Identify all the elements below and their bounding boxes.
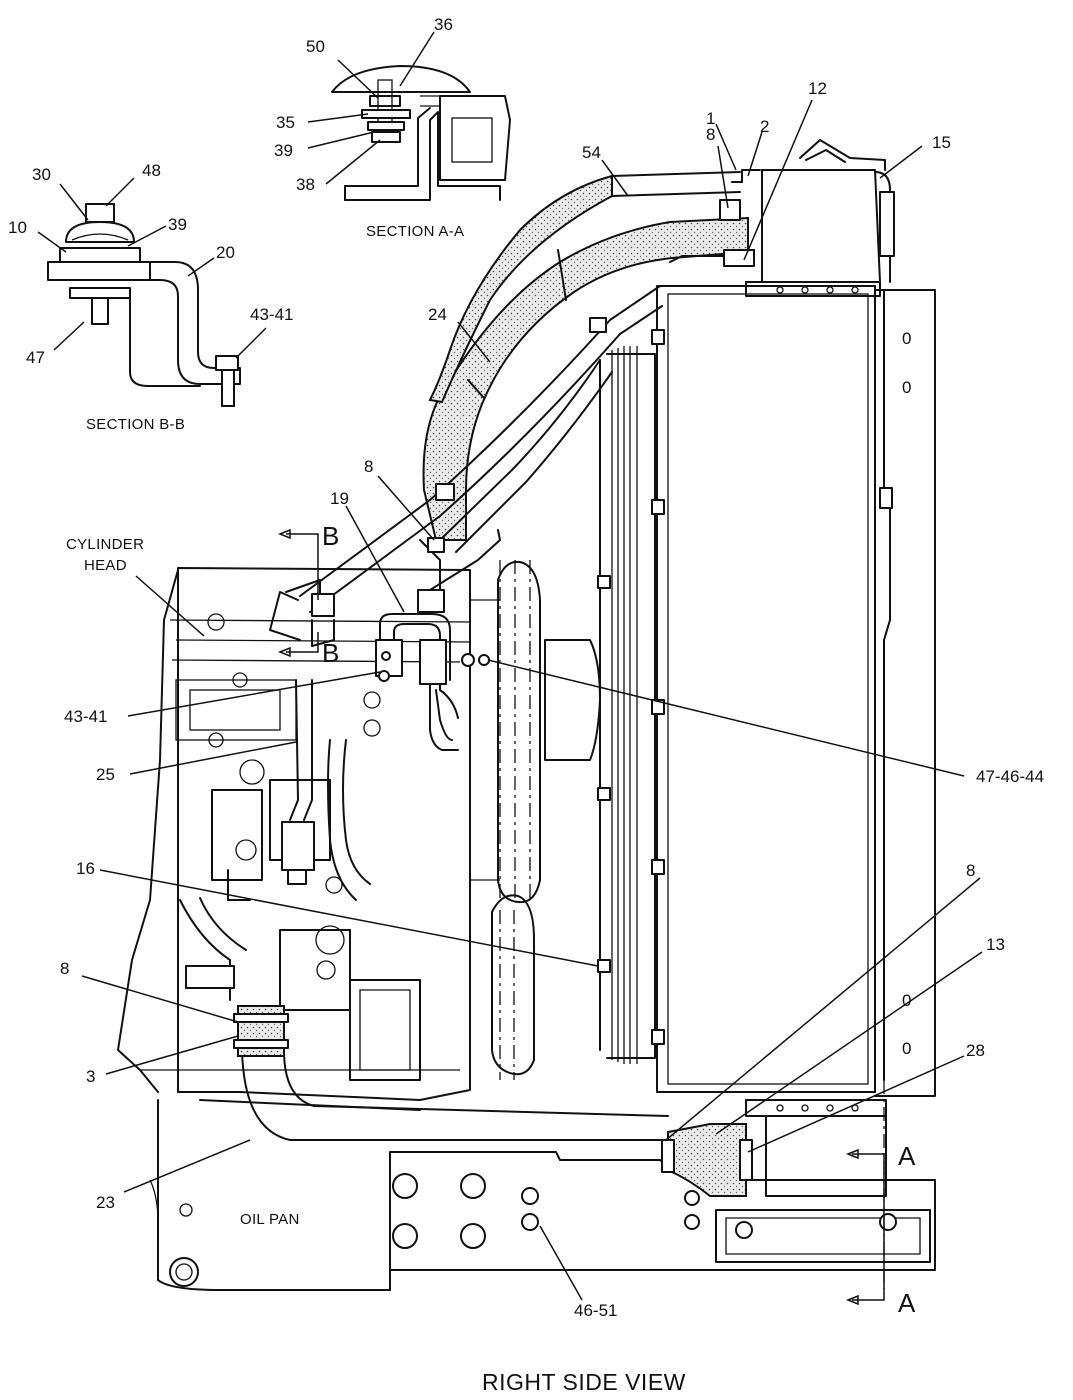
section-b-marker-top: B xyxy=(322,521,339,551)
callout-3: 3 xyxy=(86,1067,95,1086)
top-tank xyxy=(761,139,895,1081)
fan-shroud xyxy=(597,329,665,1064)
oil-pan xyxy=(149,1099,391,1291)
callout-47-46-44: 47-46-44 xyxy=(976,767,1044,786)
callout-12: 12 xyxy=(808,79,827,98)
tube-assembly xyxy=(269,169,761,641)
section-markers xyxy=(277,528,885,1306)
callout-50: 50 xyxy=(306,37,325,56)
leader-lines xyxy=(37,31,983,1301)
callout-20: 20 xyxy=(216,243,235,262)
callout-15: 15 xyxy=(932,133,951,152)
section-bb-caption: SECTION B-B xyxy=(86,416,185,433)
callout-19: 19 xyxy=(330,489,349,508)
callout-8-middle: 8 xyxy=(364,457,373,476)
radiator-mark-2: 0 xyxy=(902,378,911,397)
callout-8-left: 8 xyxy=(60,959,69,978)
oil-pan-label: OIL PAN xyxy=(240,1211,300,1228)
callout-30: 30 xyxy=(32,165,51,184)
callout-23: 23 xyxy=(96,1193,115,1212)
callout-1: 1 xyxy=(706,109,715,128)
callout-46-51: 46-51 xyxy=(574,1301,617,1320)
section-aa-detail xyxy=(331,65,511,201)
mounting-frame xyxy=(389,1151,936,1291)
callout-8-top: 8 xyxy=(706,125,715,144)
radiator-mark-1: 0 xyxy=(902,329,911,348)
section-aa-caption: SECTION A-A xyxy=(366,223,464,240)
callout-13: 13 xyxy=(986,935,1005,954)
callouts: 50 36 35 39 38 30 48 10 39 20 47 43-41 1… xyxy=(8,15,1044,1320)
callout-39-section-bb: 39 xyxy=(168,215,187,234)
section-a-marker-bottom: A xyxy=(898,1288,916,1318)
radiator-mark-3: 0 xyxy=(902,991,911,1010)
callout-48: 48 xyxy=(142,161,161,180)
callout-24: 24 xyxy=(428,305,447,324)
callout-54: 54 xyxy=(582,143,601,162)
lower-hose xyxy=(233,1005,753,1197)
section-bb-detail xyxy=(47,203,241,407)
callout-43-41: 43-41 xyxy=(64,707,107,726)
callout-36: 36 xyxy=(434,15,453,34)
radiator-mark-4: 0 xyxy=(902,1039,911,1058)
view-title: RIGHT SIDE VIEW xyxy=(482,1369,686,1395)
section-b-marker-bottom: B xyxy=(322,638,339,668)
pulleys xyxy=(470,560,601,1080)
callout-43-41-section-bb: 43-41 xyxy=(250,305,293,324)
radiator xyxy=(656,281,936,1197)
callout-8-right: 8 xyxy=(966,861,975,880)
callout-47: 47 xyxy=(26,348,45,367)
callout-39-section-aa: 39 xyxy=(274,141,293,160)
callout-35: 35 xyxy=(276,113,295,132)
callout-10: 10 xyxy=(8,218,27,237)
tube-19-bracket xyxy=(311,589,490,751)
callout-2: 2 xyxy=(760,117,769,136)
tube-25 xyxy=(281,679,371,901)
cylinder-head-label-line2: HEAD xyxy=(84,557,127,574)
section-a-marker-top: A xyxy=(898,1141,916,1171)
callout-28: 28 xyxy=(966,1041,985,1060)
callout-38: 38 xyxy=(296,175,315,194)
upper-hose xyxy=(422,171,749,541)
cylinder-head-label-line1: CYLINDER xyxy=(66,536,144,553)
callout-16: 16 xyxy=(76,859,95,878)
callout-25: 25 xyxy=(96,765,115,784)
